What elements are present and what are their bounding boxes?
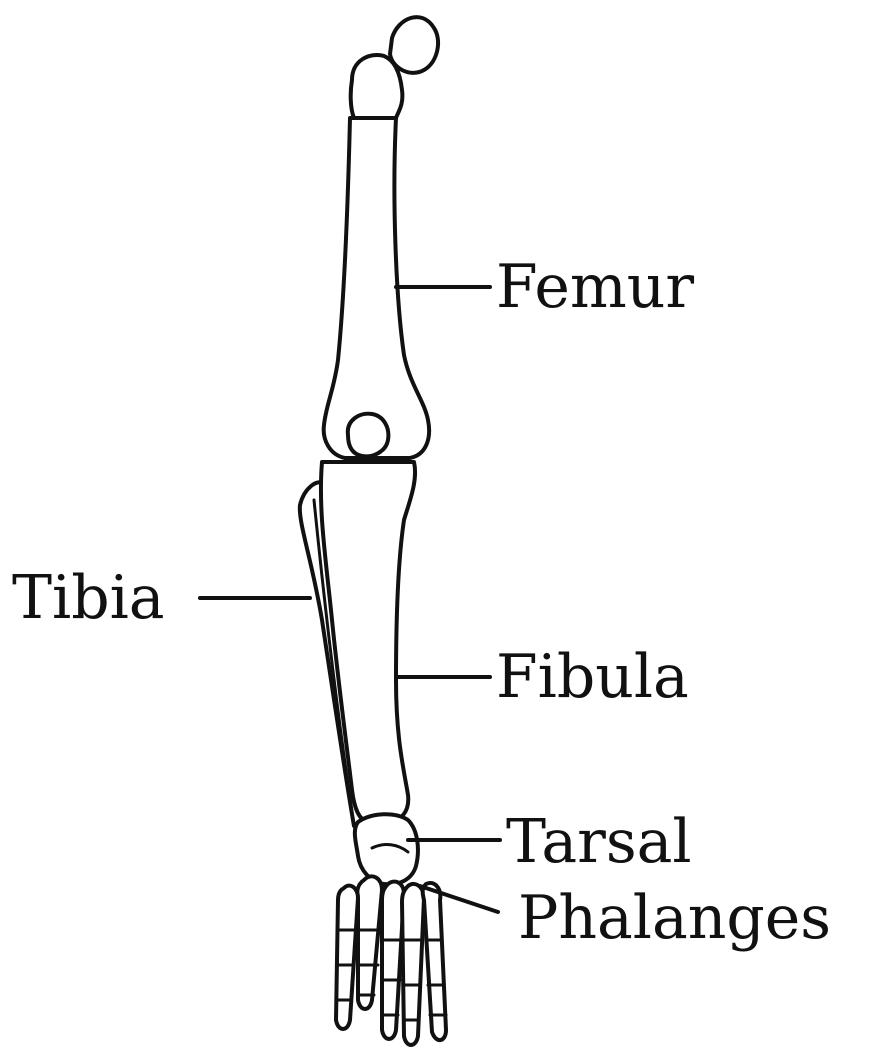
tibia-label: Tibia — [12, 563, 165, 633]
tarsal-label: Tarsal — [506, 807, 692, 877]
fibula-bone — [321, 462, 415, 822]
tarsal-bone — [355, 814, 418, 884]
phalanges-bones — [336, 876, 446, 1045]
femur-bone — [324, 17, 438, 458]
phalanges-label: Phalanges — [518, 883, 831, 953]
femur-label: Femur — [496, 252, 694, 322]
fibula-label: Fibula — [496, 642, 689, 712]
